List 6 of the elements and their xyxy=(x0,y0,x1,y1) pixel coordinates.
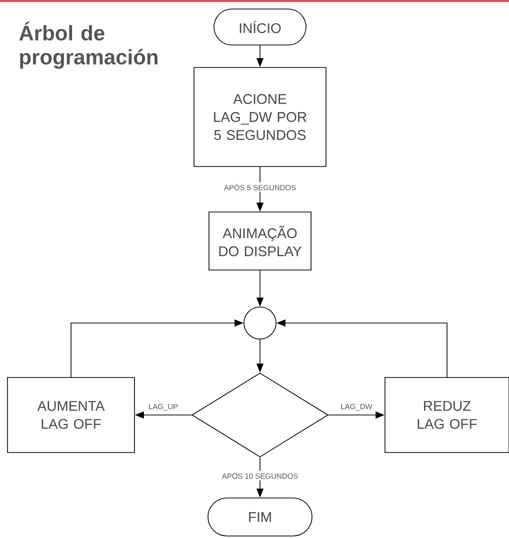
title: Árbol de programación xyxy=(19,22,158,69)
process-box: ANIMAÇÃO DO DISPLAY xyxy=(208,212,312,270)
process-box: REDUZ LAG OFF xyxy=(384,377,509,453)
process-box: ACIONE LAG_DW POR 5 SEGUNDOS xyxy=(194,67,326,167)
process-box: AUMENTA LAG OFF xyxy=(7,377,135,453)
connector-circle xyxy=(244,306,276,340)
